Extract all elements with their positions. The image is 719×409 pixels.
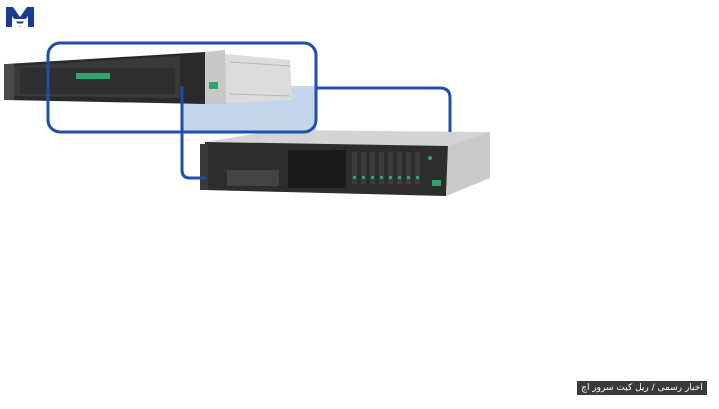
server-bottom [200, 130, 490, 196]
server-top [4, 50, 292, 104]
caption-label: اخبار رسمی / ریل کیت سرور اچ پی [577, 381, 707, 407]
frame-lower [180, 86, 206, 180]
frame-connector [316, 86, 452, 132]
logo-icon [6, 7, 34, 27]
